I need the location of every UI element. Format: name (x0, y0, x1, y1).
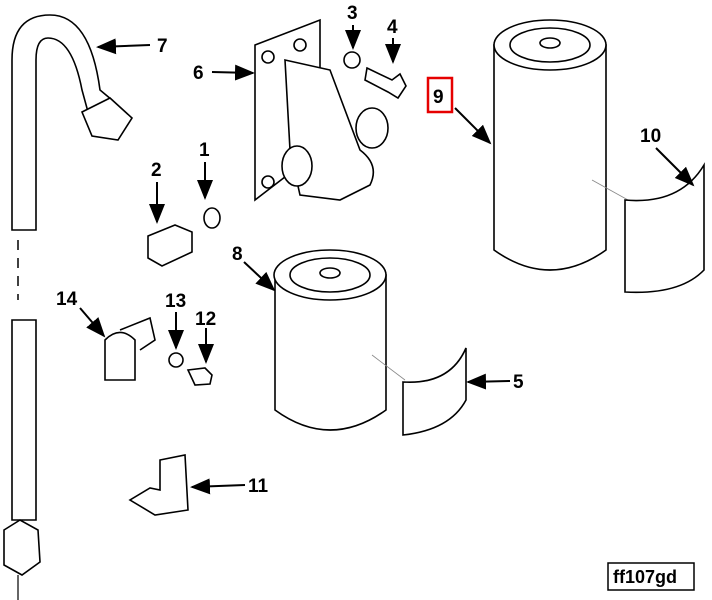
bracket-11 (128, 454, 189, 516)
callout-12[interactable]: 12 (195, 309, 216, 330)
clamp-14 (104, 316, 156, 381)
callout-14[interactable]: 14 (56, 289, 78, 310)
fuel-hose (3, 14, 134, 600)
callout-7[interactable]: 7 (157, 36, 168, 57)
callout-11[interactable]: 11 (248, 476, 269, 497)
filter-9 (493, 19, 629, 271)
leader-arrows (79, 25, 695, 495)
o-ring-1 (203, 207, 221, 229)
callout-8[interactable]: 8 (232, 244, 243, 265)
fitting-2 (147, 224, 193, 267)
callout-3[interactable]: 3 (347, 3, 358, 24)
bolt-4 (364, 66, 407, 100)
callout-6[interactable]: 6 (193, 63, 204, 84)
bolt-12 (186, 367, 213, 386)
callout-9[interactable]: 9 (433, 87, 444, 108)
washer-13 (168, 352, 184, 368)
filter-8 (273, 249, 406, 431)
filter-cover-10 (624, 162, 705, 294)
washer-3 (343, 51, 361, 69)
callout-5[interactable]: 5 (513, 372, 524, 393)
highlight-box (426, 76, 454, 114)
callout-1[interactable]: 1 (199, 140, 210, 161)
callout-4[interactable]: 4 (387, 17, 398, 38)
callout-10[interactable]: 10 (640, 126, 661, 147)
filter-cover-5 (402, 347, 467, 436)
figure-id: ff107gd (613, 567, 677, 587)
figure-id-box (607, 562, 695, 591)
filter-head (254, 18, 389, 202)
callout-13[interactable]: 13 (165, 291, 186, 312)
callout-2[interactable]: 2 (151, 160, 162, 181)
